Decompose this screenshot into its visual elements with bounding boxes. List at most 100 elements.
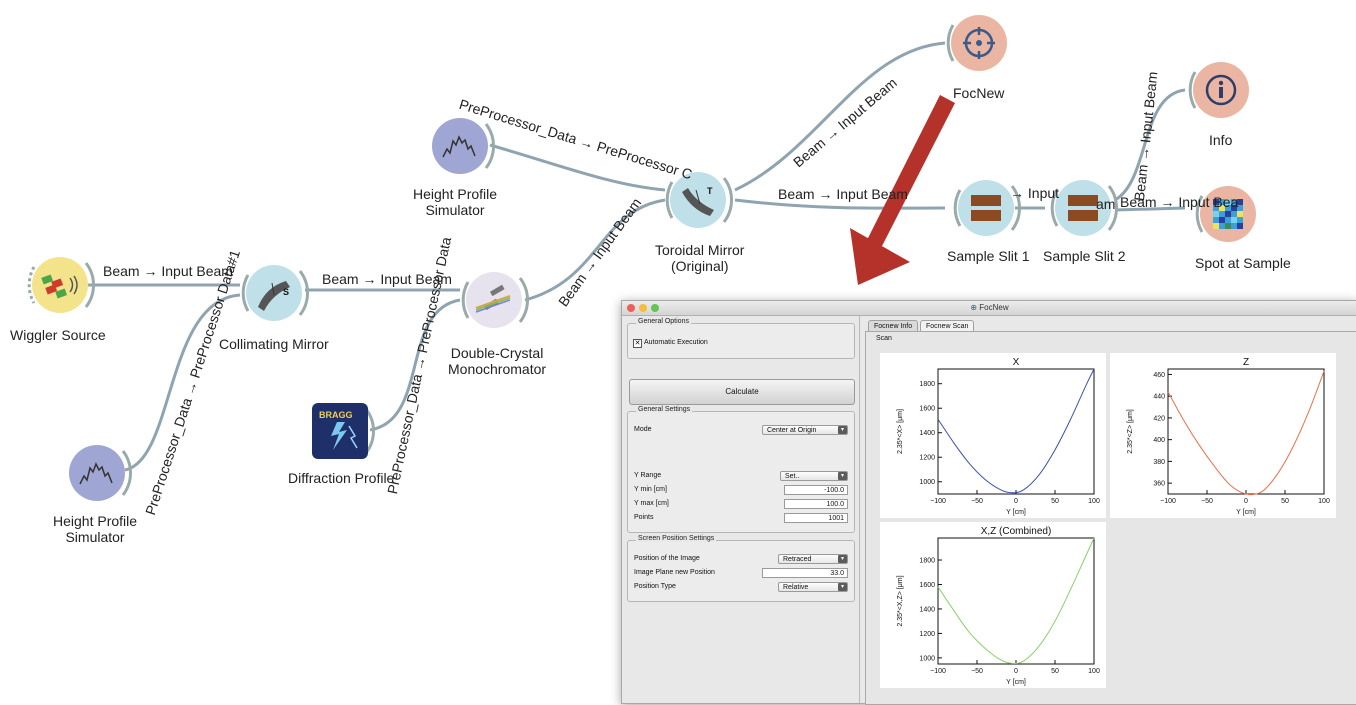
image-plane-field[interactable]: 33.0 <box>762 568 848 578</box>
x-tick-label: 100 <box>1088 498 1100 505</box>
chevron-down-icon: ▾ <box>838 426 847 434</box>
tab-focnew-scan[interactable]: Focnew Scan <box>920 320 975 332</box>
y-max-field[interactable]: 100.0 <box>784 499 848 509</box>
height-profile-icon <box>69 445 125 501</box>
zoom-button[interactable] <box>651 304 659 312</box>
y-tick-label: 1400 <box>919 606 935 613</box>
edge-label-slit1-slit2: → Input <box>1010 185 1060 201</box>
crosshair-icon: ⊕ <box>970 303 978 312</box>
x-tick-label: −100 <box>930 498 946 505</box>
node-connector-arc <box>461 277 530 323</box>
window-title: ⊕ FocNew <box>970 303 1009 312</box>
sample-slit-2-node[interactable] <box>1050 180 1119 236</box>
focnew-node[interactable] <box>946 15 1007 71</box>
x-tick-label: 100 <box>1088 668 1100 675</box>
y-tick-label: 1200 <box>919 631 935 638</box>
general-options-group: General Options ✕ Automatic Execution <box>627 318 855 359</box>
plot-frame <box>937 537 1095 665</box>
node-connector-arc <box>1195 195 1204 233</box>
x-tick-label: 0 <box>1014 498 1018 505</box>
wiggler-source-label: Wiggler Source <box>10 327 106 343</box>
group-title: Screen Position Settings <box>636 535 717 542</box>
double-crystal-monochromator-node[interactable] <box>461 272 530 328</box>
mirror-icon: S <box>246 265 302 321</box>
y-tick-label: 1800 <box>919 558 935 565</box>
edge-label-toroidal-slit1: Beam → Input Beam <box>778 186 908 202</box>
y-tick-label: 440 <box>1153 394 1165 401</box>
y-tick-label: 400 <box>1153 437 1165 444</box>
focnew-window: ⊕ FocNew General Options ✕ Automatic Exe… <box>621 300 1356 705</box>
mode-select[interactable]: Center at Origin▾ <box>762 425 848 435</box>
height-profile-simulator-top-node[interactable] <box>432 118 496 174</box>
screen-position-settings-group: Screen Position Settings Position of the… <box>627 535 855 602</box>
output-panel: Focnew Info Focnew Scan Scan X −100 −50 0 50… <box>863 316 1356 705</box>
y-tick-label: 420 <box>1153 415 1165 422</box>
x-tick-label: 100 <box>1318 498 1330 505</box>
link-toroidal-slit1 <box>734 198 946 210</box>
link-slit2-spot <box>1114 206 1186 212</box>
position-of-image-label: Position of the Image <box>634 555 700 562</box>
x-tick-label: −50 <box>971 498 983 505</box>
window-title-bar: ⊕ FocNew <box>622 301 1356 316</box>
link-slit2-info <box>1114 88 1186 202</box>
wiggler-source-node[interactable] <box>27 257 96 313</box>
collimating-mirror-node[interactable]: S <box>241 265 310 321</box>
y-min-label: Y min [cm] <box>634 486 667 493</box>
spot-at-sample-node[interactable] <box>1195 186 1256 242</box>
image-plane-label: Image Plane new Position <box>634 569 715 576</box>
node-connector-arc <box>946 24 955 62</box>
mirror-icon: T <box>670 172 726 228</box>
y-tick-label: 1600 <box>919 582 935 589</box>
automatic-execution-checkbox[interactable]: ✕ <box>633 339 642 348</box>
position-of-image-select[interactable]: Retraced▾ <box>778 554 848 564</box>
x-tick-label: 50 <box>1051 668 1059 675</box>
position-type-label: Position Type <box>634 583 676 590</box>
x-tick-label: −50 <box>1201 498 1213 505</box>
mode-label: Mode <box>634 426 652 433</box>
sample-slit-1-node[interactable] <box>953 180 1022 236</box>
y-tick-label: 1400 <box>919 430 935 437</box>
group-title: General Settings <box>636 406 693 413</box>
x-axis-label: Y [cm] <box>1236 509 1256 516</box>
info-node[interactable] <box>1188 62 1249 118</box>
plot-frame <box>937 368 1095 495</box>
points-field[interactable]: 1001 <box>784 513 848 523</box>
node-connector-arc <box>484 123 496 169</box>
y-tick-label: 380 <box>1153 459 1165 466</box>
svg-text:S: S <box>283 287 289 297</box>
height-profile-icon <box>432 118 488 174</box>
svg-text:T: T <box>707 186 713 196</box>
y-tick-label: 1000 <box>919 655 935 662</box>
link-hp-toroidal <box>489 143 666 192</box>
calculate-button[interactable]: Calculate <box>629 379 855 405</box>
tab-focnew-info[interactable]: Focnew Info <box>868 320 919 332</box>
diffraction-profile-node[interactable]: BRAGG <box>312 403 376 459</box>
chart-title: X,Z (Combined) <box>981 526 1052 537</box>
position-type-select[interactable]: Relative▾ <box>778 582 848 592</box>
y-min-field[interactable]: -100.0 <box>784 485 848 495</box>
chart-title: Z <box>1243 357 1249 368</box>
toroidal-mirror-node[interactable]: T <box>665 172 734 228</box>
y-range-select[interactable]: Set..▾ <box>780 471 848 481</box>
minimize-button[interactable] <box>639 304 647 312</box>
x-tick-label: −100 <box>1160 498 1176 505</box>
close-button[interactable] <box>627 304 635 312</box>
y-tick-label: 1800 <box>919 381 935 388</box>
scan-group-title: Scan <box>874 335 894 342</box>
red-arrow-head <box>850 228 910 285</box>
slit-icon <box>1055 180 1111 236</box>
series-line <box>937 537 1095 665</box>
y-axis-label: 2.35*<X,Z> [μm] <box>897 575 904 626</box>
node-connector-arc <box>121 450 133 496</box>
link-toroidal-focnew <box>734 41 946 192</box>
chart-title: X <box>1013 357 1020 368</box>
chevron-down-icon: ▾ <box>838 583 847 591</box>
height-profile-simulator-bottom-node[interactable] <box>69 445 133 501</box>
link-diff-dcm <box>369 298 461 432</box>
